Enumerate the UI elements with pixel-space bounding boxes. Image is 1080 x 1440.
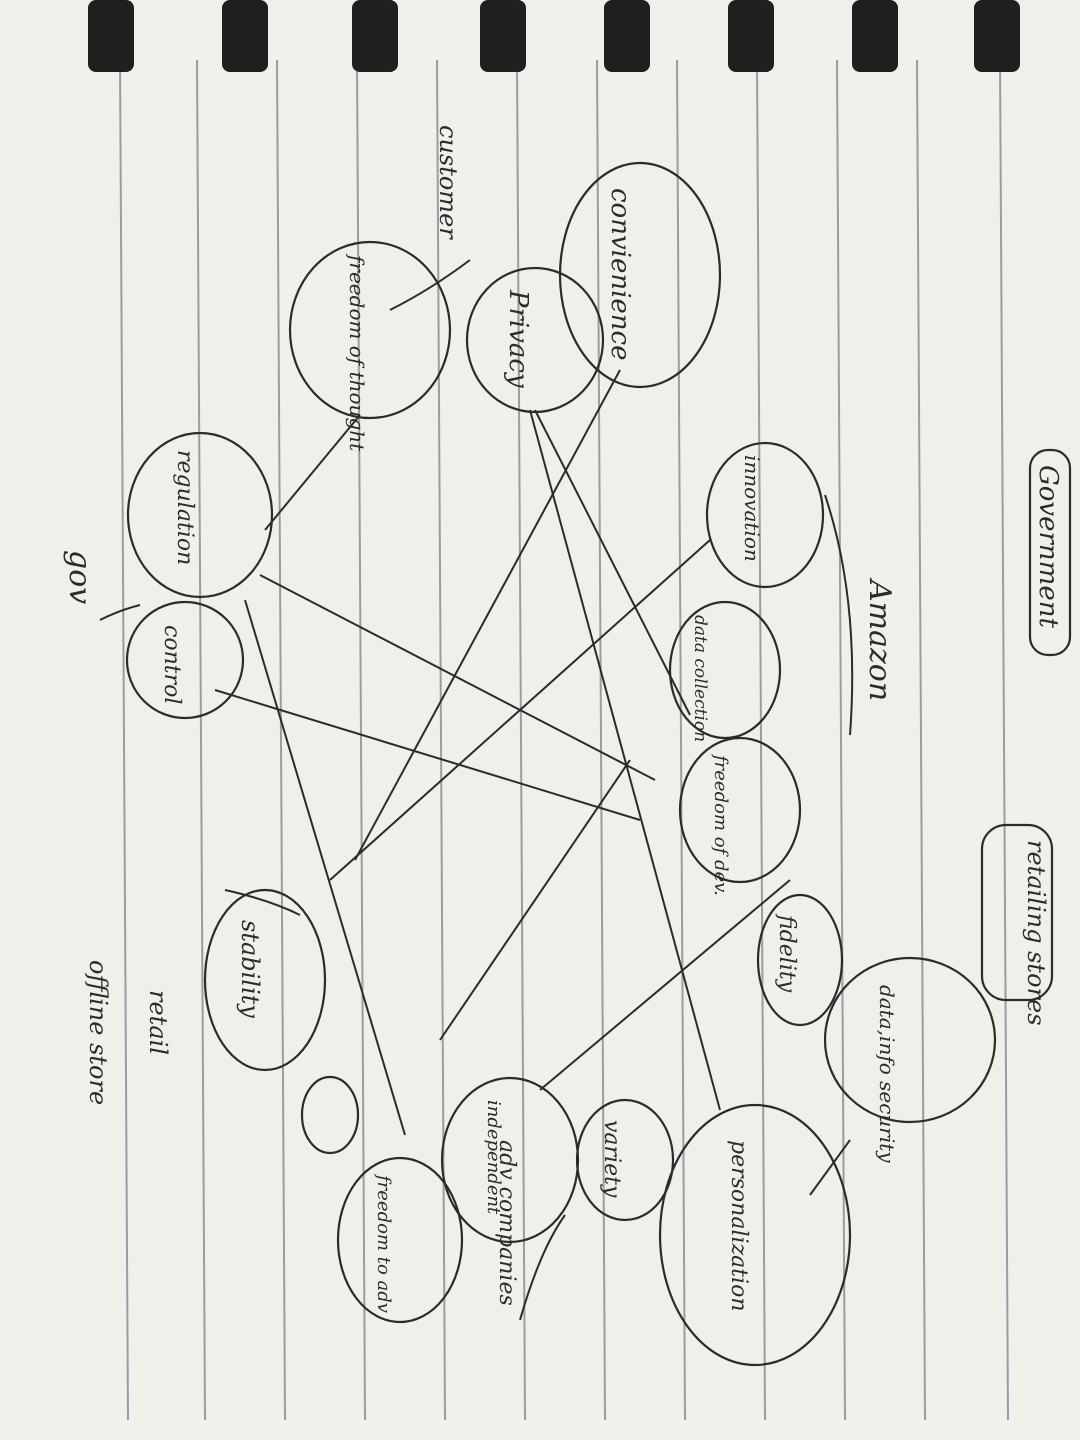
label-retail: retail [144, 990, 172, 1055]
node-labels: convienience Privacy freedom of thought … [159, 188, 899, 1313]
node-variety-label: variety [599, 1120, 624, 1198]
node-data-collection-label: data collection [690, 615, 710, 742]
label-offline-store: offline store [84, 960, 112, 1105]
node-data-collection-circle [668, 600, 782, 740]
node-regulation-label: regulation [172, 450, 197, 565]
node-independent-circle [440, 1076, 580, 1244]
node-privacy-circle [465, 266, 605, 414]
node-stability-circle [203, 888, 327, 1072]
cluster-arcs [99, 494, 854, 1321]
node-variety-circle [575, 1098, 675, 1222]
node-independent-label: independent [483, 1100, 504, 1215]
node-data-info-security-label: data,info security [875, 985, 899, 1163]
label-gov: gov [62, 550, 97, 604]
node-personalization-circle [658, 1103, 852, 1367]
cluster-labels: customer Amazon gov retailing stores off… [62, 125, 1063, 1306]
label-retailing-stores: retailing stores [1022, 840, 1050, 1026]
node-freedom-to-adv-circle [336, 1156, 464, 1324]
node-fidelity-circle [756, 893, 844, 1027]
node-control-circle [125, 600, 245, 720]
node-fidelity-label: fidelity [774, 913, 799, 993]
node-freedom-of-thought-label: freedom of thought [345, 253, 369, 452]
node-privacy-label: Privacy [503, 289, 533, 388]
node-convenience-circle [558, 161, 722, 389]
node-data-info-security-circle [823, 956, 997, 1124]
spiral-binding [88, 0, 1020, 72]
node-innovation-label: innovation [740, 455, 764, 562]
node-stability-label: stability [236, 920, 264, 1018]
label-customer: customer [434, 125, 462, 240]
node-convenience-label: convienience [605, 188, 635, 361]
node-freedom-to-adv-label: freedom to adv [373, 1173, 394, 1313]
node-outlines [125, 161, 1072, 1367]
label-government: Government [1033, 465, 1063, 628]
node-small-blank-circle [300, 1075, 360, 1155]
node-regulation-circle [126, 431, 274, 599]
node-freedom-of-thought-circle [288, 240, 452, 420]
government-box [1028, 448, 1072, 657]
connections [214, 259, 851, 1196]
rule-lines [119, 59, 1009, 1421]
node-control-label: control [159, 625, 184, 704]
node-freedom-of-dev-circle [678, 736, 802, 884]
label-adv-companies: adv companies [494, 1140, 519, 1306]
node-innovation-circle [705, 441, 825, 589]
node-freedom-of-dev-label: freedom of dev. [710, 753, 731, 896]
node-personalization-label: personalization [726, 1140, 751, 1312]
label-amazon: Amazon [862, 577, 897, 701]
retailing-stores-box [980, 823, 1054, 1002]
